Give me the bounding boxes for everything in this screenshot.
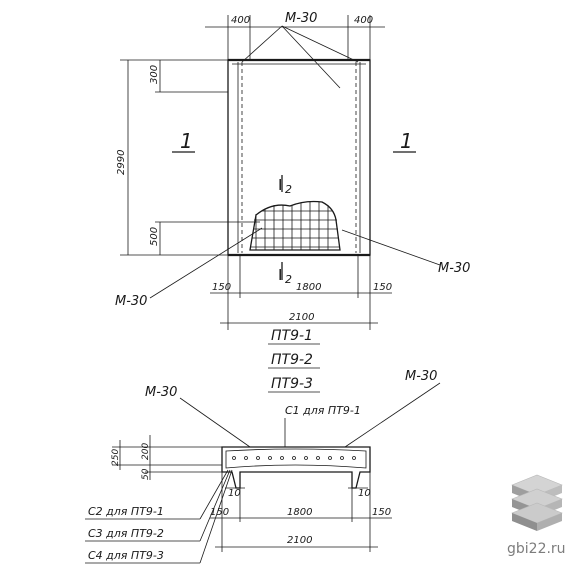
- callout-c3: С3 для ПТ9-2: [88, 527, 164, 540]
- dim-300: 300: [149, 65, 160, 84]
- watermark: gbi22.ru: [507, 474, 566, 557]
- title-1: ПТ9-1: [271, 328, 313, 344]
- dim-500: 500: [149, 227, 160, 246]
- sec-mark-m30-left: М-30: [145, 385, 177, 400]
- mark-m30-right: М-30: [438, 261, 470, 276]
- dim-150-right: 150: [373, 282, 392, 293]
- sec-dim-1800: 1800: [287, 507, 312, 518]
- section-right-label: 1: [400, 129, 413, 153]
- dim-2990: 2990: [116, 150, 127, 175]
- dim-50: 50: [141, 468, 151, 480]
- cut-bottom-num: 2: [285, 273, 292, 286]
- sec-mark-m30-right: М-30: [405, 369, 437, 384]
- title-3: ПТ9-3: [271, 376, 313, 392]
- plan-view: 400 400 М-30: [115, 11, 470, 330]
- callout-c4: С4 для ПТ9-3: [88, 549, 164, 562]
- sec-dim-2100: 2100: [287, 535, 312, 546]
- dim-250: 250: [111, 449, 121, 466]
- dim-400-left: 400: [231, 15, 250, 26]
- watermark-text: gbi22.ru: [507, 541, 566, 557]
- dim-10-left: 10: [228, 488, 241, 499]
- dim-150-left: 150: [212, 282, 231, 293]
- sec-dim-150-right: 150: [372, 507, 391, 518]
- dim-200: 200: [141, 443, 151, 460]
- stack-logo-icon: [511, 474, 563, 531]
- dim-2100: 2100: [289, 312, 314, 323]
- cut-top-label: I: [278, 176, 282, 194]
- mark-m30-top: М-30: [285, 11, 317, 26]
- title-block: ПТ9-1 ПТ9-2 ПТ9-3: [268, 328, 320, 393]
- section-view: М-30 М-30 С1 для ПТ9-1 250 200 50 10 10: [85, 369, 441, 564]
- cut-bottom-label: I: [278, 266, 282, 284]
- slab-section: [221, 446, 371, 489]
- sec-dim-150-left: 150: [210, 507, 229, 518]
- reinforcement-mesh: [249, 200, 341, 251]
- rebar-dots: [232, 456, 356, 460]
- dim-1800: 1800: [296, 282, 321, 293]
- title-2: ПТ9-2: [271, 352, 313, 368]
- callout-c2: С2 для ПТ9-1: [88, 505, 164, 518]
- panel-outline: [227, 59, 371, 256]
- dim-10-right: 10: [358, 488, 371, 499]
- section-left-label: 1: [180, 129, 193, 153]
- dim-400-right: 400: [354, 15, 373, 26]
- c1-label: С1 для ПТ9-1: [285, 404, 361, 417]
- cut-top-num: 2: [285, 183, 292, 196]
- mark-m30-left: М-30: [115, 294, 147, 309]
